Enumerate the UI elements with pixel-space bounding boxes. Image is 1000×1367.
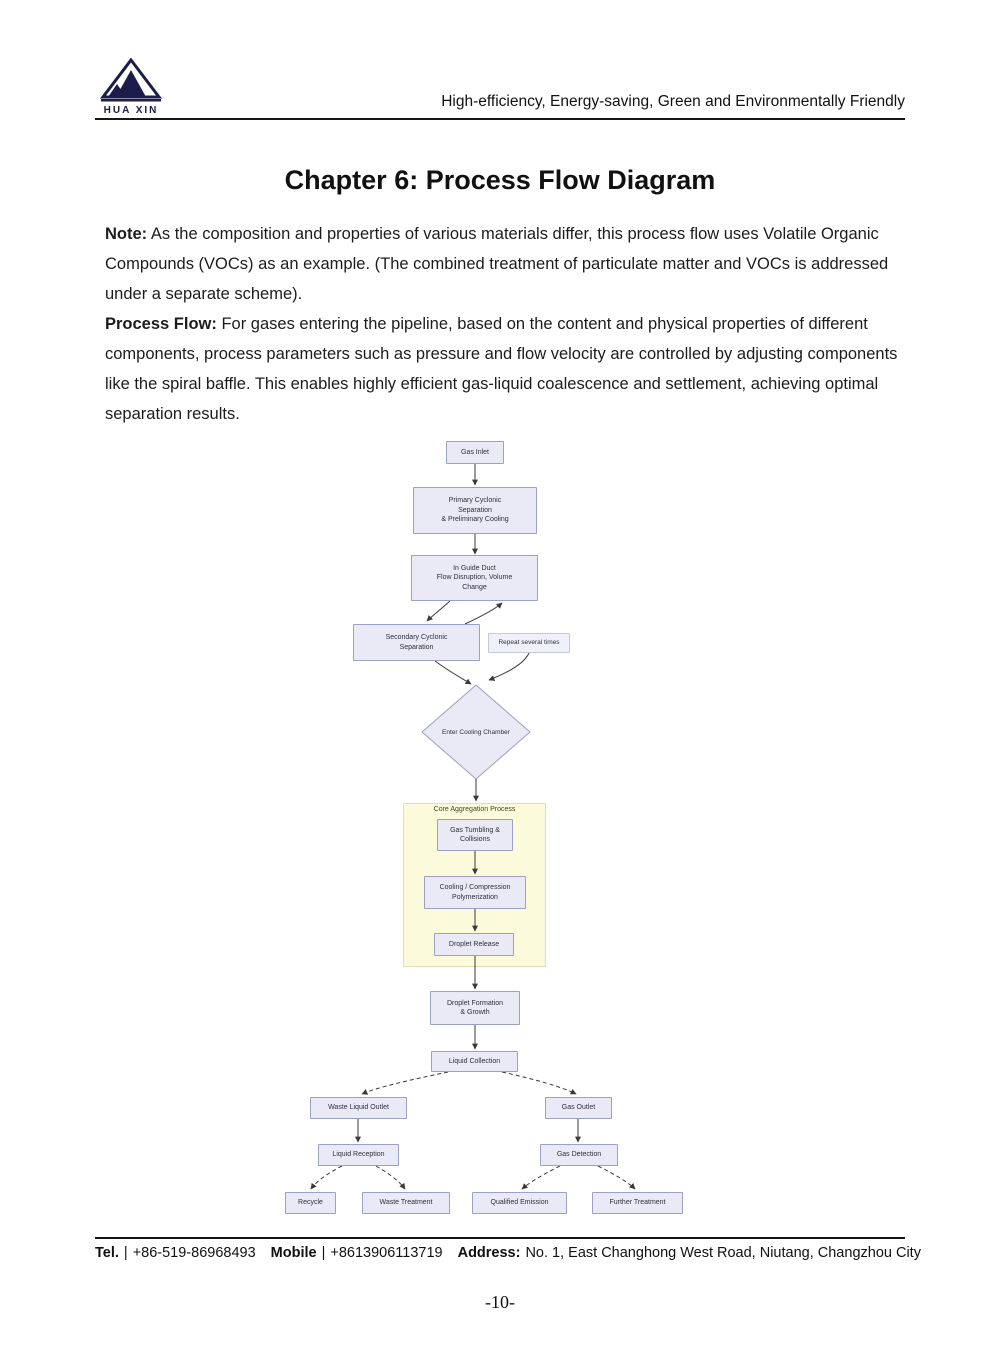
page-number: -10-	[485, 1292, 515, 1312]
note-text: As the composition and properties of var…	[105, 225, 889, 303]
flow-node-qualified-emission: Qualified Emission	[472, 1192, 567, 1214]
flow-node-gas-tumbling: Gas Tumbling & Collisions	[437, 819, 513, 851]
flow-node-liquid-reception: Liquid Reception	[318, 1144, 399, 1166]
page-footer: Tel. | +86-519-86968493 Mobile | +861390…	[95, 1245, 921, 1261]
footer-divider	[95, 1237, 905, 1239]
flow-node-further-treatment: Further Treatment	[592, 1192, 683, 1214]
address-value: No. 1, East Changhong West Road, Niutang…	[525, 1245, 921, 1261]
tel-value: +86-519-86968493	[132, 1245, 256, 1261]
body-paragraphs: Note: As the composition and properties …	[105, 219, 911, 429]
process-flow-text: For gases entering the pipeline, based o…	[105, 315, 898, 423]
flow-node-secondary-cyclonic: Secondary Cyclonic Separation	[353, 624, 480, 661]
process-flow-label: Process Flow:	[105, 315, 217, 333]
mobile-label: Mobile	[270, 1245, 317, 1261]
flow-node-droplet-release: Droplet Release	[434, 933, 514, 956]
mobile-separator: |	[321, 1245, 326, 1261]
mobile-value: +8613906113719	[330, 1245, 443, 1261]
flow-node-guide-duct: In Guide Duct Flow Disruption, Volume Ch…	[411, 555, 538, 601]
flow-node-cooling-chamber: Enter Cooling Chamber	[442, 728, 510, 736]
flow-label-repeat-several-times: Repeat several times	[488, 633, 570, 653]
flow-node-recycle: Recycle	[285, 1192, 336, 1214]
header-divider	[95, 118, 905, 120]
flow-node-cooling-compression: Cooling / Compression Polymerization	[424, 876, 526, 909]
tel-label: Tel.	[95, 1245, 119, 1261]
flow-node-gas-outlet: Gas Outlet	[545, 1097, 612, 1119]
note-paragraph: Note: As the composition and properties …	[105, 219, 911, 309]
flow-node-gas-detection: Gas Detection	[540, 1144, 618, 1166]
process-flow-paragraph: Process Flow: For gases entering the pip…	[105, 309, 911, 429]
logo-text: HUA XIN	[104, 105, 159, 116]
flow-node-primary-cyclonic: Primary Cyclonic Separation & Preliminar…	[413, 487, 537, 534]
tel-separator: |	[123, 1245, 128, 1261]
flow-node-waste-treatment: Waste Treatment	[362, 1192, 450, 1214]
flow-node-droplet-formation: Droplet Formation & Growth	[430, 991, 520, 1025]
flow-node-gas-inlet: Gas Inlet	[446, 441, 504, 464]
dashed-edges	[310, 1071, 636, 1190]
flow-node-waste-liquid-outlet: Waste Liquid Outlet	[310, 1097, 407, 1119]
note-label: Note:	[105, 225, 148, 243]
header-tagline: High-efficiency, Energy-saving, Green an…	[441, 93, 905, 110]
page-title: Chapter 6: Process Flow Diagram	[284, 165, 716, 195]
address-label: Address:	[457, 1245, 521, 1261]
company-logo: HUA XIN	[95, 57, 167, 116]
core-aggregation-title: Core Aggregation Process	[433, 806, 516, 813]
mountain-logo-icon: HUA XIN	[99, 57, 163, 116]
flow-node-liquid-collection: Liquid Collection	[431, 1051, 518, 1072]
